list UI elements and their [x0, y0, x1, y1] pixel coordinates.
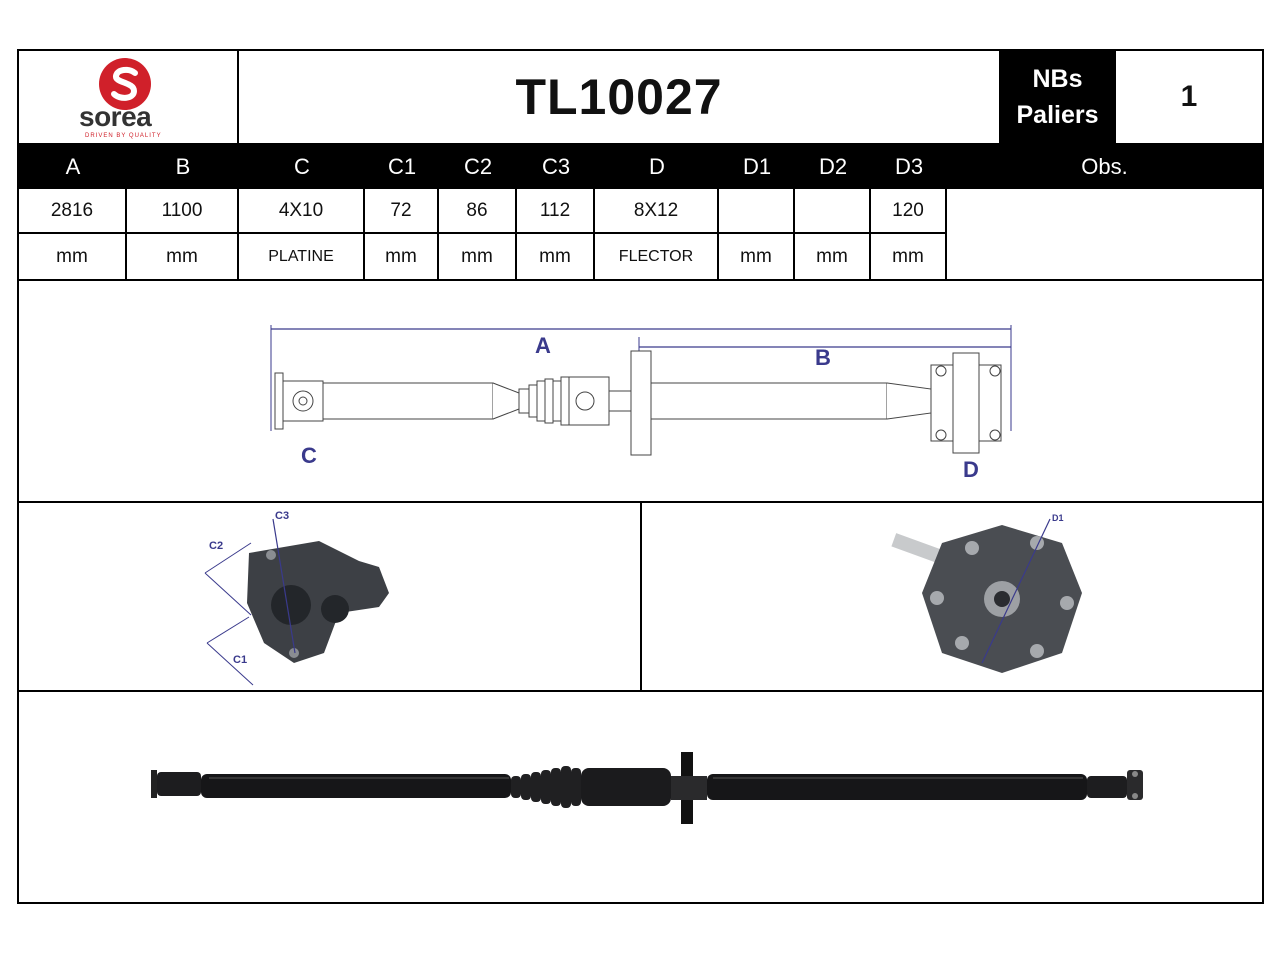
detail-label-d1: D1	[1052, 513, 1064, 523]
dimension-label-a: A	[535, 333, 551, 358]
header-c2: C2	[463, 154, 493, 179]
spec-table-header: A B C C1 C2 C3 D D1 D2 D3 Obs.	[19, 145, 1262, 189]
unit-d2: mm	[795, 234, 871, 279]
nbs-label-line1: NBs	[1032, 65, 1083, 93]
dimension-label-c: C	[301, 443, 317, 468]
header-a: A	[65, 154, 81, 179]
unit-d3: mm	[871, 234, 947, 279]
brand-tagline: DRIVEN BY QUALITY	[85, 133, 162, 139]
value-c1: 72	[365, 189, 439, 234]
header-c: C	[294, 154, 310, 179]
value-b: 1100	[127, 189, 239, 234]
header-c3: C3	[541, 154, 571, 179]
header-obs: Obs.	[1081, 154, 1128, 179]
unit-a: mm	[19, 234, 127, 279]
unit-d: FLECTOR	[595, 234, 719, 279]
detail-label-c2: C2	[209, 540, 223, 552]
value-d3: 120	[871, 189, 947, 234]
header-c1: C1	[387, 154, 417, 179]
dimension-label-b: B	[815, 345, 831, 370]
unit-c3: mm	[517, 234, 595, 279]
unit-d1: mm	[719, 234, 795, 279]
unit-c1: mm	[365, 234, 439, 279]
header-d1: D1	[742, 154, 772, 179]
value-c2: 86	[439, 189, 517, 234]
table-divider	[19, 279, 1262, 281]
unit-c2: mm	[439, 234, 517, 279]
unit-b: mm	[127, 234, 239, 279]
shaft-dimension-drawing: A B C D	[19, 281, 1262, 503]
brand-name: sorea	[79, 101, 152, 132]
header-d3: D3	[894, 154, 924, 179]
reference-number: TL10027	[515, 69, 723, 125]
unit-c: PLATINE	[239, 234, 365, 279]
driveshaft-photo	[19, 692, 1262, 902]
value-d2	[795, 189, 871, 234]
product-sheet: sorea DRIVEN BY QUALITY TL10027 NBs Pali…	[17, 49, 1264, 904]
value-d: 8X12	[595, 189, 719, 234]
reference-title: TL10027	[239, 51, 999, 145]
detail-label-c1: C1	[233, 654, 247, 666]
brand-logo: sorea DRIVEN BY QUALITY	[19, 51, 239, 145]
value-d1	[719, 189, 795, 234]
detail-label-c3: C3	[275, 510, 289, 522]
header-b: B	[175, 154, 191, 179]
nbs-paliers-value: 1	[1116, 51, 1262, 145]
header-d: D	[649, 154, 665, 179]
value-c: 4X10	[239, 189, 365, 234]
header-d2: D2	[818, 154, 848, 179]
nbs-paliers-label: NBs Paliers	[999, 51, 1116, 145]
value-a: 2816	[19, 189, 127, 234]
brand-logo-mark	[99, 58, 151, 110]
nbs-label-line2: Paliers	[1016, 101, 1099, 129]
dimension-label-d: D	[963, 457, 979, 482]
value-c3: 112	[517, 189, 595, 234]
flange-detail-photo: C3 C2 C1	[19, 503, 642, 692]
flector-detail-photo: D1	[642, 503, 1262, 692]
